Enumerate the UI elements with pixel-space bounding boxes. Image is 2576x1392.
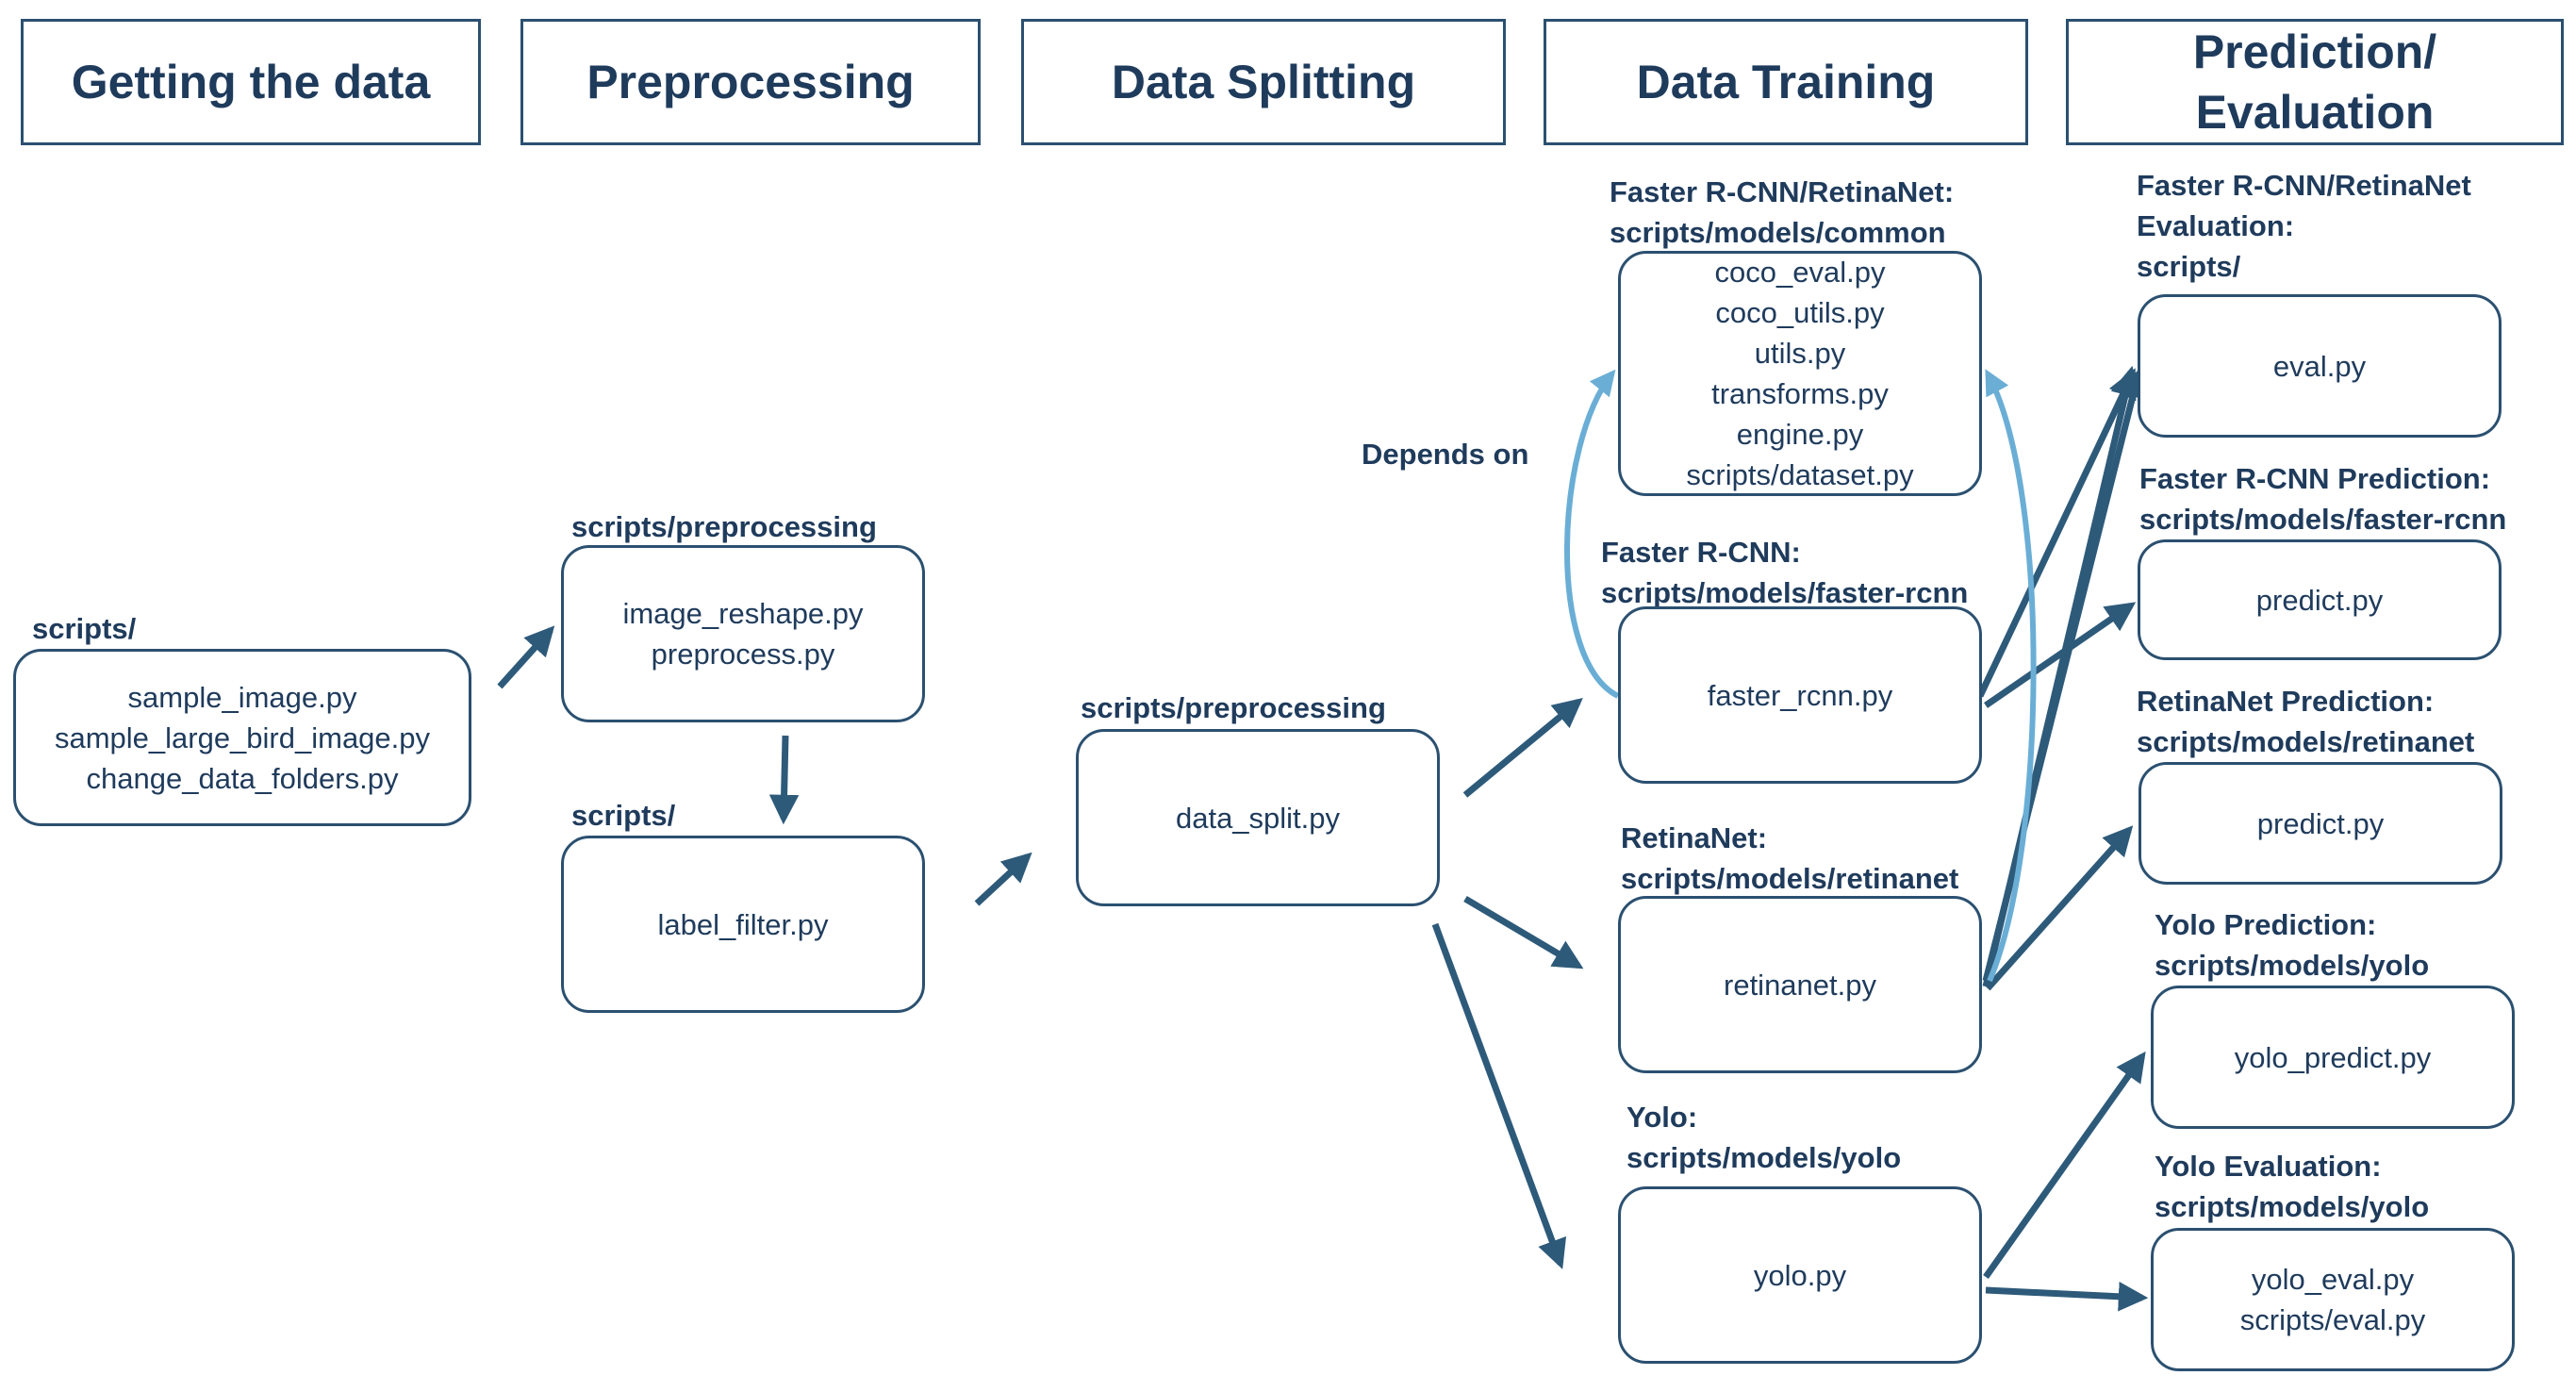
- arrow-yolo-to-yoloeval: [1985, 1282, 2149, 1312]
- datasplit-label: scripts/preprocessing: [1081, 691, 1386, 724]
- yolo-predict-box: yolo_predict.py: [2151, 986, 2515, 1129]
- common-label-line2: scripts/models/common: [1610, 216, 1946, 249]
- labelfilter-label: scripts/: [571, 799, 676, 832]
- retinanet-label-line2: scripts/models/retinanet: [1621, 862, 1959, 895]
- eval-box: eval.py: [2138, 294, 2502, 438]
- file-yolo-predict: yolo_predict.py: [2234, 1040, 2432, 1074]
- file-yolo-eval: yolo_eval.py: [2251, 1263, 2415, 1296]
- yolo-predict-label: Yolo Prediction: scripts/models/yolo: [2155, 904, 2429, 986]
- arrow-labelfilter-to-datasplit: [974, 852, 1032, 906]
- file-label-filter: label_filter.py: [657, 907, 829, 941]
- arrow-fasterrcnn-to-predict: [1984, 602, 2137, 708]
- yolo-label-line1: Yolo:: [1627, 1101, 1698, 1134]
- yolo-box: yolo.py: [1618, 1186, 1982, 1364]
- file-sample-large-bird-image: sample_large_bird_image.py: [54, 721, 431, 754]
- retina-predict-box: predict.py: [2138, 762, 2502, 885]
- yolo-eval-label-line2: scripts/models/yolo: [2155, 1190, 2430, 1223]
- retina-predict-label-line2: scripts/models/retinanet: [2137, 725, 2475, 758]
- file-change-data-folders: change_data_folders.py: [86, 761, 399, 795]
- file-sample-image: sample_image.py: [127, 680, 357, 714]
- retina-predict-label: RetinaNet Prediction: scripts/models/ret…: [2137, 681, 2474, 762]
- stage-getting-data: Getting the data: [21, 19, 481, 145]
- yolo-eval-label-line1: Yolo Evaluation:: [2155, 1150, 2382, 1183]
- file-preprocess: preprocess.py: [651, 638, 835, 671]
- arrow-preprocess-to-labelfilter: [768, 735, 800, 825]
- file-frcnn-predict: predict.py: [2255, 583, 2384, 617]
- arrow-datasplit-to-yolo: [1431, 922, 1567, 1269]
- arrow-retinanet-to-predict: [1985, 825, 2134, 991]
- stage-data-training: Data Training: [1544, 19, 2028, 145]
- arrow-getdata-to-preprocess: [497, 625, 555, 689]
- getdata-label: scripts/: [32, 612, 137, 645]
- frcnn-predict-label-line1: Faster R-CNN Prediction:: [2139, 462, 2491, 495]
- depends-on-label: Depends on: [1362, 438, 1529, 471]
- arrow-fasterrcnn-to-eval: [1976, 368, 2137, 698]
- file-scripts-eval: scripts/eval.py: [2239, 1303, 2426, 1336]
- arrow-datasplit-to-retinanet: [1463, 895, 1584, 969]
- frcnn-predict-label-line2: scripts/models/faster-rcnn: [2139, 503, 2507, 536]
- fasterrcnn-label-line2: scripts/models/faster-rcnn: [1601, 576, 1969, 609]
- file-dataset: scripts/dataset.py: [1686, 458, 1914, 491]
- eval-label-line3: scripts/: [2137, 250, 2241, 283]
- stage-preprocessing: Preprocessing: [520, 19, 981, 145]
- fasterrcnn-box: faster_rcnn.py: [1618, 606, 1982, 784]
- file-yolo: yolo.py: [1753, 1258, 1847, 1292]
- stage-prediction-line2: Evaluation: [2195, 86, 2435, 139]
- file-retina-predict: predict.py: [2256, 806, 2385, 840]
- frcnn-predict-box: predict.py: [2138, 539, 2502, 660]
- depends-arrow-fasterrcnn: [1564, 369, 1620, 699]
- file-coco-eval: coco_eval.py: [1714, 256, 1886, 289]
- arrow-yolo-to-yolopredict: [1983, 1051, 2146, 1280]
- yolo-label: Yolo: scripts/models/yolo: [1627, 1097, 1901, 1178]
- file-faster-rcnn: faster_rcnn.py: [1707, 678, 1893, 712]
- file-engine: engine.py: [1736, 418, 1864, 451]
- retina-predict-label-line1: RetinaNet Prediction:: [2137, 685, 2435, 718]
- common-label: Faster R-CNN/RetinaNet: scripts/models/c…: [1610, 172, 1954, 253]
- fasterrcnn-label: Faster R-CNN: scripts/models/faster-rcnn: [1601, 532, 1968, 613]
- labelfilter-box: label_filter.py: [561, 836, 925, 1013]
- eval-label-line1: Faster R-CNN/RetinaNet: [2137, 169, 2471, 202]
- yolo-predict-label-line1: Yolo Prediction:: [2155, 908, 2377, 941]
- file-image-reshape: image_reshape.py: [622, 597, 864, 630]
- preprocess-label: scripts/preprocessing: [571, 510, 877, 543]
- preprocess-box: image_reshape.py preprocess.py: [561, 545, 925, 722]
- yolo-eval-label: Yolo Evaluation: scripts/models/yolo: [2155, 1146, 2429, 1227]
- stage-data-splitting: Data Splitting: [1021, 19, 1506, 145]
- stage-prediction-line1: Prediction/: [2192, 25, 2437, 78]
- stage-prediction-evaluation: Prediction/ Evaluation: [2066, 19, 2564, 145]
- arrow-retinanet-to-eval-b: [1982, 365, 2140, 987]
- retinanet-label-line1: RetinaNet:: [1621, 821, 1768, 854]
- yolo-eval-box: yolo_eval.py scripts/eval.py: [2151, 1228, 2515, 1371]
- file-eval: eval.py: [2272, 349, 2367, 383]
- depends-arrow-retinanet: [1985, 369, 2037, 983]
- file-utils: utils.py: [1754, 337, 1846, 370]
- file-coco-utils: coco_utils.py: [1715, 296, 1885, 329]
- getdata-box: sample_image.py sample_large_bird_image.…: [13, 649, 471, 826]
- file-data-split: data_split.py: [1175, 801, 1341, 835]
- file-retinanet: retinanet.py: [1724, 968, 1876, 1002]
- arrow-datasplit-to-fasterrcnn: [1462, 697, 1583, 798]
- retinanet-box: retinanet.py: [1618, 896, 1982, 1073]
- fasterrcnn-label-line1: Faster R-CNN:: [1601, 536, 1801, 569]
- datasplit-box: data_split.py: [1076, 729, 1440, 906]
- file-transforms: transforms.py: [1711, 377, 1889, 410]
- yolo-label-line2: scripts/models/yolo: [1627, 1141, 1902, 1174]
- yolo-predict-label-line2: scripts/models/yolo: [2155, 949, 2430, 982]
- common-label-line1: Faster R-CNN/RetinaNet:: [1610, 175, 1955, 208]
- retinanet-label: RetinaNet: scripts/models/retinanet: [1621, 818, 1958, 899]
- common-box: coco_eval.py coco_utils.py utils.py tran…: [1618, 251, 1982, 496]
- eval-label: Faster R-CNN/RetinaNet Evaluation: scrip…: [2137, 165, 2471, 287]
- eval-label-line2: Evaluation:: [2137, 209, 2295, 242]
- frcnn-predict-label: Faster R-CNN Prediction: scripts/models/…: [2139, 458, 2506, 539]
